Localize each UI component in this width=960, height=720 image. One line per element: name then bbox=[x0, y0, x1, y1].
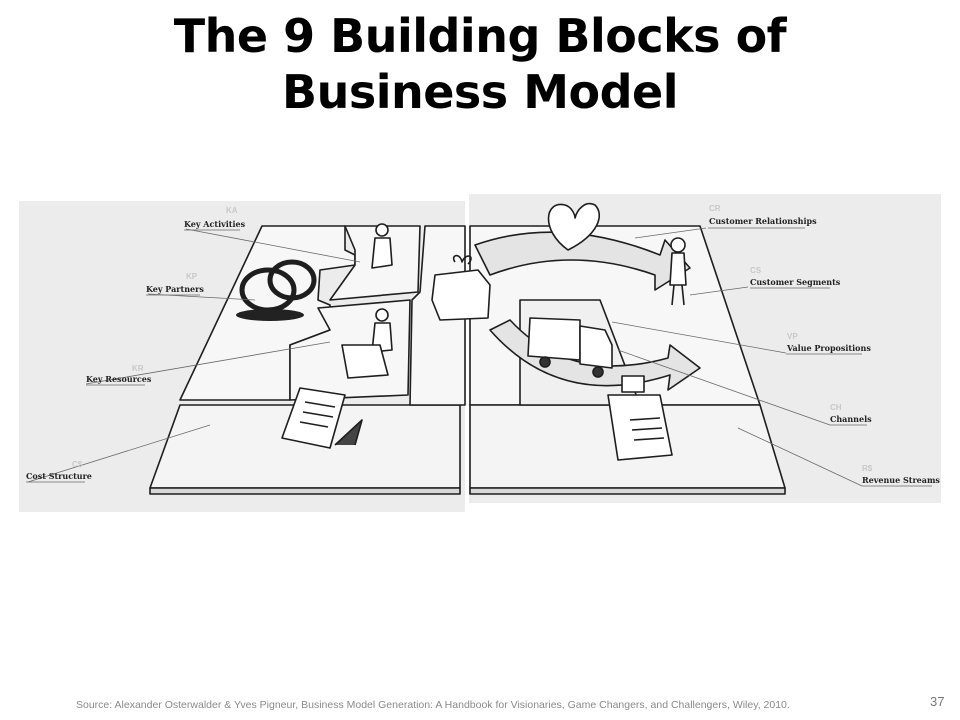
label-revenue-streams: Revenue Streams bbox=[862, 475, 940, 485]
code-customer-segments: CS bbox=[750, 266, 762, 275]
label-key-partners: Key Partners bbox=[146, 284, 204, 294]
code-channels: CH bbox=[830, 403, 842, 412]
label-key-resources: Key Resources bbox=[86, 374, 152, 384]
code-revenue-streams: R$ bbox=[862, 464, 873, 473]
code-key-partners: KP bbox=[186, 272, 198, 281]
title-line-1: The 9 Building Blocks of bbox=[173, 9, 787, 63]
code-value-propositions: VP bbox=[787, 332, 798, 341]
label-cost-structure: Cost Structure bbox=[26, 471, 92, 481]
label-value-propositions: Value Propositions bbox=[787, 343, 871, 353]
page-number: 37 bbox=[930, 694, 945, 709]
label-channels: Channels bbox=[830, 414, 872, 424]
code-key-resources: KR bbox=[132, 364, 144, 373]
slide-title: The 9 Building Blocks of Business Model bbox=[0, 8, 960, 120]
source-citation: Source: Alexander Osterwalder & Yves Pig… bbox=[76, 699, 790, 711]
label-customer-relationships: Customer Relationships bbox=[709, 216, 817, 226]
code-cost-structure: C$ bbox=[72, 460, 83, 469]
label-key-activities: Key Activities bbox=[184, 219, 246, 229]
title-line-2: Business Model bbox=[282, 65, 678, 119]
label-customer-segments: Customer Segments bbox=[750, 277, 841, 287]
code-key-activities: KA bbox=[226, 206, 238, 215]
code-customer-relationships: CR bbox=[709, 204, 721, 213]
